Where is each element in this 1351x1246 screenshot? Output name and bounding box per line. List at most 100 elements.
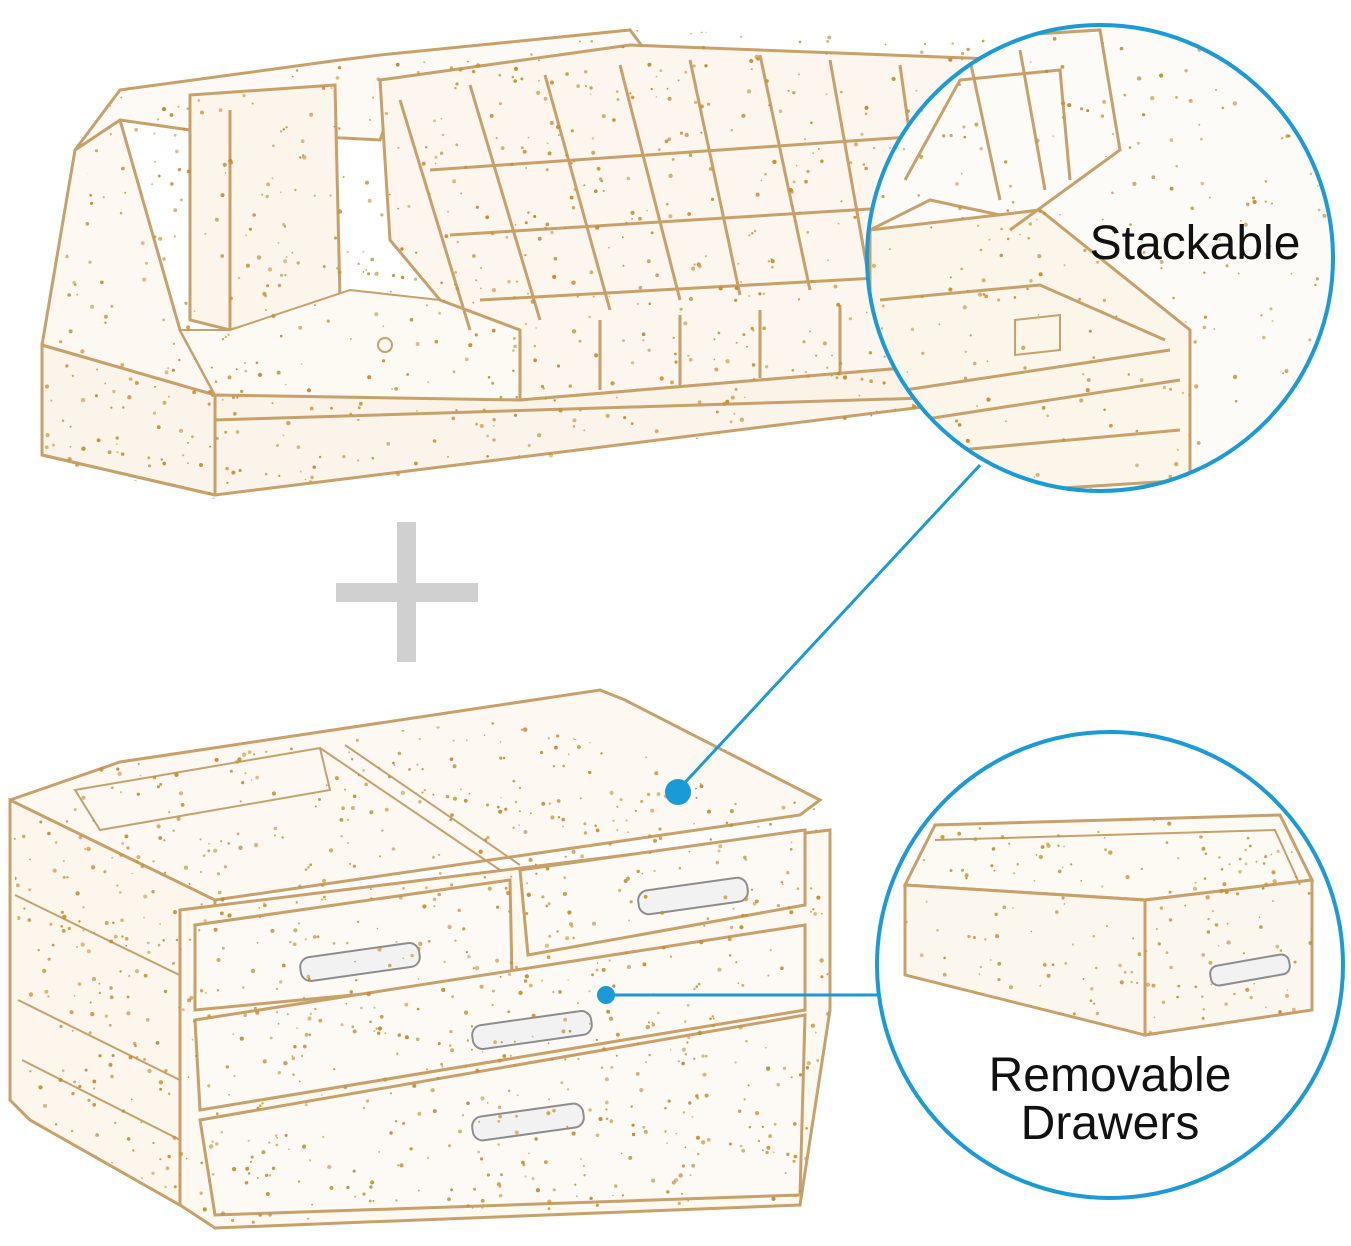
glitter-speck [62,914,67,920]
glitter-speck [957,831,962,836]
glitter-speck [679,498,682,500]
glitter-speck [381,703,384,706]
glitter-speck [202,854,206,857]
glitter-speck [735,961,738,964]
glitter-speck [809,887,813,890]
glitter-speck [147,950,151,954]
glitter-speck [71,374,74,377]
glitter-speck [804,138,806,141]
glitter-speck [1035,854,1038,856]
glitter-speck [700,131,703,134]
glitter-speck [540,384,545,389]
glitter-speck [154,160,156,163]
glitter-speck [630,1105,633,1108]
glitter-speck [299,470,302,473]
glitter-speck [1090,360,1093,363]
glitter-speck [1259,925,1263,929]
glitter-speck [619,798,623,802]
glitter-speck [155,1041,160,1045]
glitter-speck [487,886,492,891]
glitter-speck [27,918,32,922]
glitter-speck [68,329,73,334]
glitter-speck [295,901,298,904]
glitter-speck [139,774,142,777]
glitter-speck [162,257,166,261]
glitter-speck [589,86,593,90]
glitter-speck [203,54,207,58]
glitter-speck [546,1111,551,1116]
glitter-speck [583,1174,586,1177]
glitter-speck [498,102,502,106]
glitter-speck [951,42,954,45]
glitter-speck [152,1222,157,1225]
glitter-speck [961,58,963,61]
glitter-speck [89,194,92,197]
glitter-speck [216,989,220,992]
glitter-speck [496,905,500,909]
glitter-speck [454,86,457,90]
glitter-speck [318,690,322,694]
glitter-speck [186,107,189,110]
glitter-speck [44,384,50,389]
glitter-speck [651,1178,656,1183]
glitter-speck [307,1217,310,1220]
glitter-speck [27,1129,32,1134]
glitter-speck [191,735,196,740]
glitter-speck [421,791,424,794]
glitter-speck [579,797,582,800]
glitter-speck [540,979,544,982]
glitter-speck [563,1017,567,1022]
glitter-speck [54,1123,58,1126]
glitter-speck [717,849,721,853]
glitter-speck [699,784,704,789]
glitter-speck [612,819,615,822]
drawer-box-lid-ridge2 [344,744,521,866]
glitter-speck [421,161,426,166]
glitter-speck [755,1111,760,1116]
glitter-speck [384,111,388,116]
glitter-speck [853,215,857,219]
glitter-speck [880,327,884,330]
glitter-speck [813,808,815,811]
glitter-speck [720,206,723,209]
glitter-speck [1105,924,1109,928]
glitter-speck [768,104,771,107]
glitter-speck [710,197,715,201]
glitter-speck [204,30,209,34]
glitter-speck [1220,868,1224,871]
glitter-speck [1246,836,1250,840]
glitter-speck [231,1218,235,1222]
glitter-speck [51,443,55,447]
glitter-speck [1064,962,1068,965]
glitter-speck [227,913,232,918]
glitter-speck [805,1127,808,1130]
glitter-speck [29,858,31,861]
glitter-speck [1030,930,1033,933]
glitter-speck [78,1084,82,1089]
glitter-speck [1226,940,1231,945]
glitter-speck [564,227,567,230]
glitter-speck [261,1102,264,1105]
glitter-speck [497,1105,502,1110]
glitter-speck [936,929,939,932]
glitter-speck [986,397,991,402]
glitter-speck [80,1213,82,1216]
glitter-speck [415,342,420,346]
glitter-speck [122,46,127,51]
glitter-speck [243,361,247,365]
glitter-speck [636,869,640,874]
glitter-speck [699,104,704,109]
glitter-speck [172,342,175,345]
glitter-speck [179,198,183,202]
glitter-speck [1286,989,1289,991]
glitter-speck [817,1124,821,1128]
glitter-speck [232,1033,235,1036]
glitter-speck [43,1215,48,1220]
glitter-speck [282,128,285,131]
glitter-speck [84,847,87,851]
glitter-speck [227,333,230,337]
glitter-speck [1051,963,1055,966]
glitter-speck [690,723,695,729]
handle-bottom [471,1102,585,1142]
glitter-speck [425,146,428,149]
